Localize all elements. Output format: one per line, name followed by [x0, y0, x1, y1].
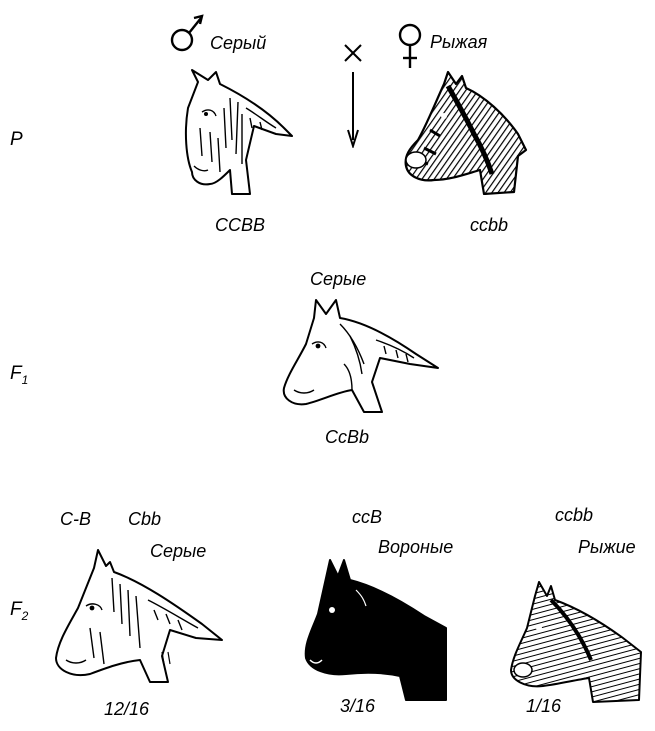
- f2-chestnut-genotype: ccbb: [555, 506, 593, 524]
- generation-f2-index: 2: [22, 609, 29, 623]
- f2-black-genotype: ccB: [352, 508, 382, 526]
- generation-f1-index: 1: [22, 373, 29, 387]
- f1-genotype: CcBb: [325, 428, 369, 446]
- generation-p-label: P: [10, 130, 23, 149]
- down-arrow-icon: [344, 70, 362, 148]
- generation-f1-letter: F: [10, 363, 22, 384]
- f2-gray-genotype-b: Cbb: [128, 510, 161, 528]
- f2-gray-genotype-a: C-B: [60, 510, 91, 528]
- f2-gray-ratio: 12/16: [104, 700, 149, 718]
- female-symbol-icon: [396, 22, 424, 72]
- male-parent-label: Серый: [210, 34, 266, 52]
- gray-f1-horse-illustration: [280, 294, 440, 416]
- generation-f1-label: F1: [10, 364, 28, 386]
- f2-chestnut-ratio: 1/16: [526, 697, 561, 715]
- f2-chestnut-label: Рыжие: [578, 538, 636, 556]
- generation-f2-letter: F: [10, 599, 22, 620]
- gray-stallion-illustration: [180, 68, 295, 196]
- black-f2-horse-illustration: [296, 556, 456, 704]
- gray-f2-horse-illustration: [50, 548, 225, 686]
- f2-black-ratio: 3/16: [340, 697, 375, 715]
- male-parent-genotype: CCBB: [215, 216, 265, 234]
- male-symbol-icon: [168, 12, 208, 54]
- f1-label: Серые: [310, 270, 366, 288]
- chestnut-mare-illustration: [400, 70, 535, 195]
- female-parent-genotype: ccbb: [470, 216, 508, 234]
- generation-f2-label: F2: [10, 600, 28, 622]
- f2-black-label: Вороные: [378, 538, 453, 556]
- cross-icon: [342, 42, 364, 64]
- chestnut-f2-horse-illustration: [505, 580, 645, 705]
- female-parent-label: Рыжая: [430, 33, 487, 51]
